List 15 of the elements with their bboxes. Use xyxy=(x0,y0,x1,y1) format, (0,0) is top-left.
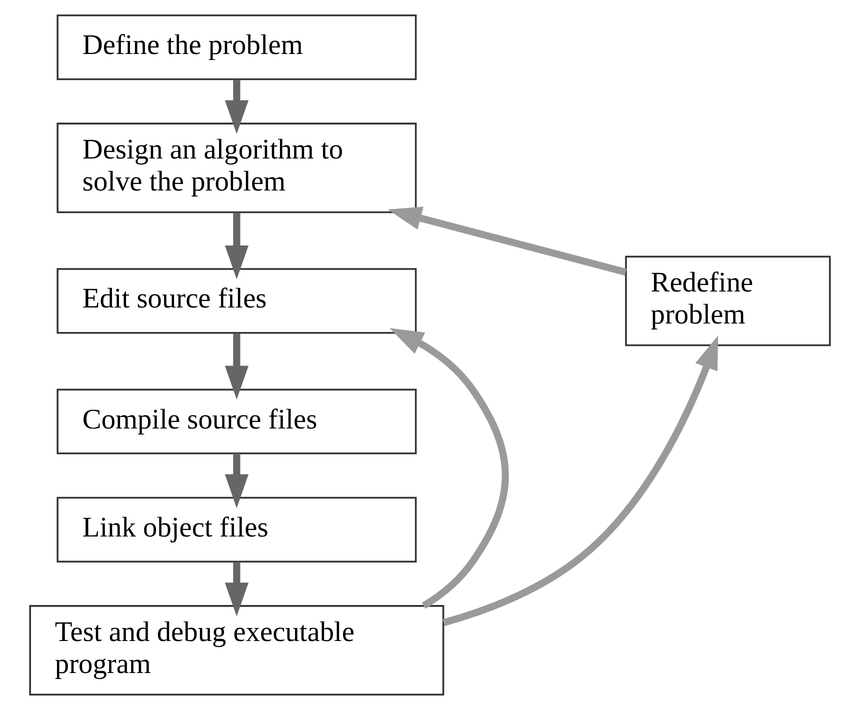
arrow xyxy=(224,454,248,508)
arrow xyxy=(387,206,626,276)
arrow xyxy=(224,333,248,400)
arrow xyxy=(224,212,248,280)
arrow xyxy=(224,562,248,616)
node-box: Redefine problem xyxy=(624,256,830,346)
node-box: Compile source files xyxy=(56,388,416,454)
node-box: Link object files xyxy=(56,496,416,562)
arrow xyxy=(442,336,718,626)
arrow xyxy=(389,328,508,609)
node-box: Edit source files xyxy=(56,268,416,334)
node-box: Define the problem xyxy=(56,14,416,80)
node-box: Design an algorithm to solve the problem xyxy=(56,122,416,214)
node-box: Test and debug executable program xyxy=(28,605,444,696)
arrow xyxy=(224,80,248,134)
